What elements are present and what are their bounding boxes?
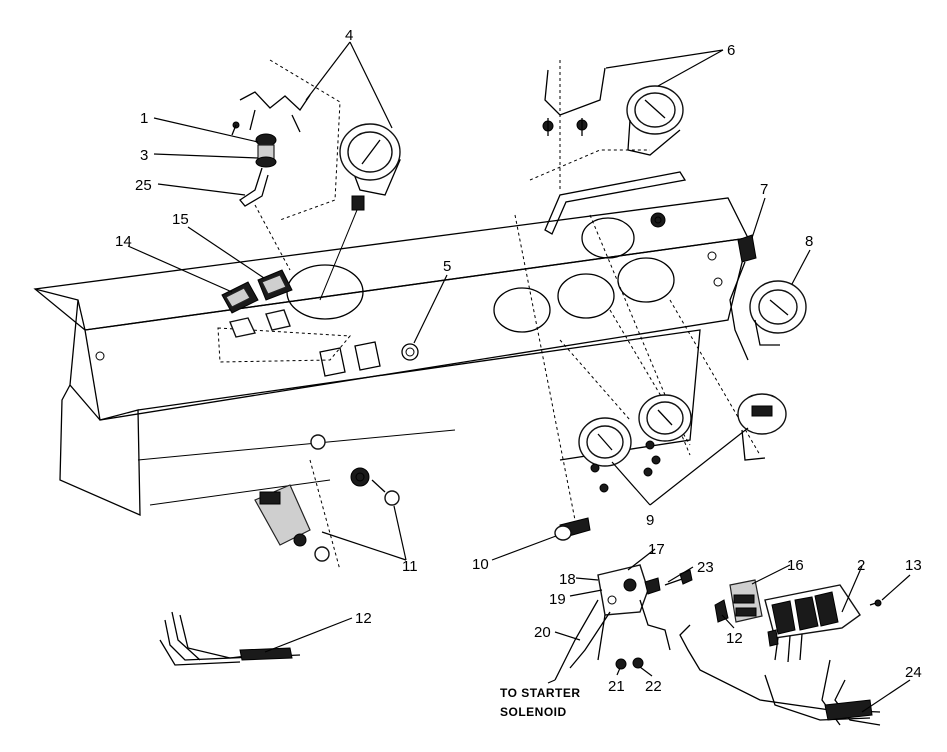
callouts: 1 2 3 4 5 6 7 8 9 10 11 12 12 13 14 15 1… xyxy=(115,27,922,695)
wire-harness-left xyxy=(159,611,301,666)
callout-25: 25 xyxy=(135,177,152,194)
callout-12-left: 12 xyxy=(355,610,372,627)
switch-assembly-1-3 xyxy=(239,133,277,207)
connector-16 xyxy=(714,579,763,623)
callout-21: 21 xyxy=(608,678,625,695)
callout-20: 20 xyxy=(534,624,551,641)
callout-17: 17 xyxy=(648,541,665,558)
gauge-bracket-right xyxy=(544,171,687,235)
gauge-8 xyxy=(749,280,807,346)
callout-19: 19 xyxy=(549,591,566,608)
callout-22: 22 xyxy=(645,678,662,695)
callout-11: 11 xyxy=(402,558,418,575)
wire-harness-24 xyxy=(679,624,881,726)
callout-7: 7 xyxy=(760,181,768,198)
callout-13: 13 xyxy=(905,557,922,574)
callout-10: 10 xyxy=(472,556,489,573)
gauge-bracket xyxy=(231,91,311,136)
callout-24: 24 xyxy=(905,664,922,681)
fuse-block-2 xyxy=(764,584,882,663)
callout-3: 3 xyxy=(140,147,148,164)
connector-10 xyxy=(554,517,591,541)
note-line-1: TO STARTER xyxy=(500,686,581,700)
rocker-switches xyxy=(221,269,293,338)
callout-5: 5 xyxy=(443,258,451,275)
ignition-switch xyxy=(254,434,400,562)
callout-23: 23 xyxy=(697,559,714,576)
callout-8: 8 xyxy=(805,233,813,250)
callout-2: 2 xyxy=(857,557,865,574)
gauge-7-sender xyxy=(729,234,757,361)
note-line-2: SOLENOID xyxy=(500,705,567,719)
callout-14: 14 xyxy=(115,233,132,250)
solenoid-bracket xyxy=(554,564,693,681)
callout-4: 4 xyxy=(345,27,353,44)
callout-9: 9 xyxy=(646,512,654,529)
dash-panel xyxy=(33,197,749,517)
callout-6: 6 xyxy=(727,42,735,59)
speedometer-gauge xyxy=(319,123,401,301)
callout-1: 1 xyxy=(140,110,148,127)
callout-12-right: 12 xyxy=(726,630,743,647)
starter-solenoid-note: TO STARTER SOLENOID xyxy=(500,686,581,719)
callout-15: 15 xyxy=(172,211,189,228)
callout-18: 18 xyxy=(559,571,576,588)
callout-16: 16 xyxy=(787,557,804,574)
gauges-9 xyxy=(578,393,787,493)
dashed-guides xyxy=(217,59,761,571)
gauge-6 xyxy=(542,67,684,156)
leader-lines xyxy=(127,41,911,713)
